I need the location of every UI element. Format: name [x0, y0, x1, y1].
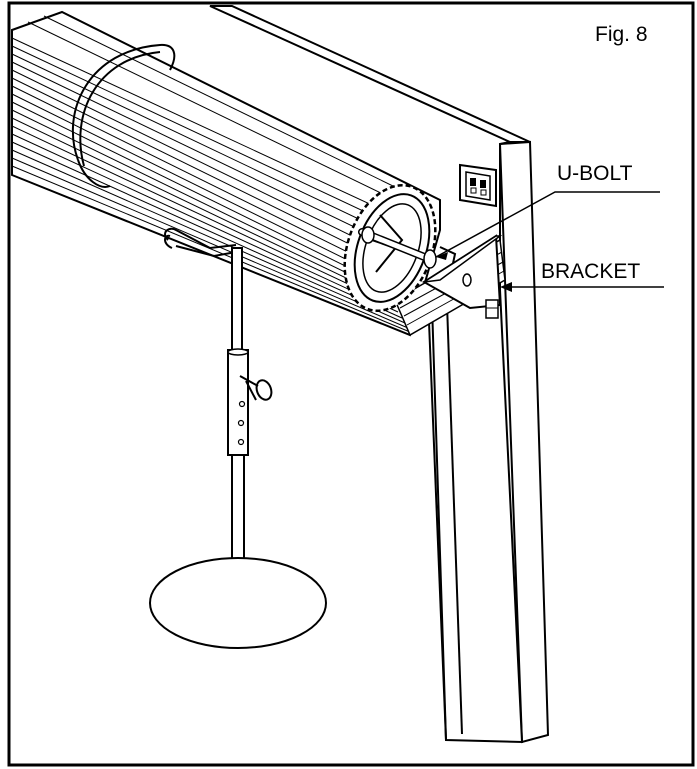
figure-label: Fig. 8 [595, 23, 648, 46]
wall-switch-icon [459, 163, 497, 208]
lock-pin-icon [239, 375, 273, 401]
mounting-bracket-icon [422, 234, 503, 319]
door-jamb-track-icon [209, 5, 550, 744]
u-bolt-icon [358, 226, 457, 269]
telescopic-support-stand-icon [149, 227, 327, 649]
ubolt-callout: U-BOLT [435, 162, 660, 260]
ubolt-label: U-BOLT [557, 162, 633, 185]
bracket-label: BRACKET [541, 260, 640, 283]
frame-border [7, 1, 695, 767]
bracket-callout: BRACKET [500, 260, 664, 292]
lifting-rope-icon [71, 43, 176, 188]
